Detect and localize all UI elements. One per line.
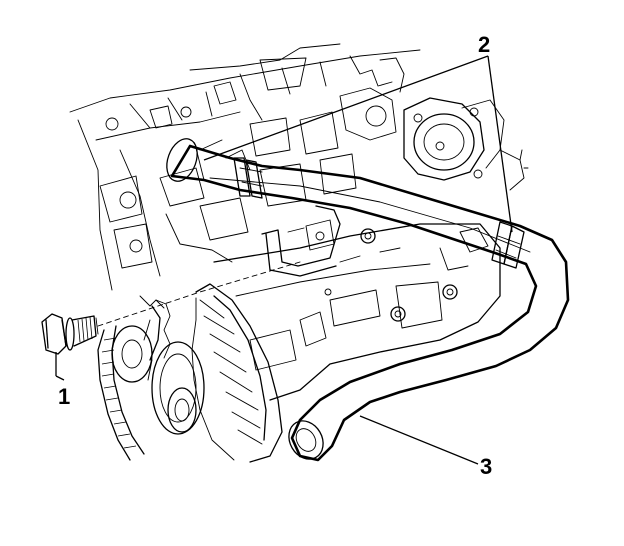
callout-leaders — [55, 55, 513, 465]
mounting-bracket — [261, 205, 341, 277]
leader-2b — [487, 55, 513, 233]
leader-3 — [359, 415, 479, 465]
bolt-alignment-line — [97, 261, 301, 327]
drive-belt — [97, 295, 165, 461]
air-intake-hose — [166, 138, 570, 462]
callout-label-1: 1 — [58, 384, 70, 409]
leader-2a — [203, 55, 489, 161]
callout-label-2: 2 — [478, 32, 490, 57]
leader-1 — [55, 352, 65, 381]
throttle-body — [403, 97, 529, 191]
bolt — [41, 313, 99, 355]
callout-label-3: 3 — [480, 454, 492, 479]
generator — [143, 283, 283, 463]
engine-front-cover — [213, 223, 501, 401]
